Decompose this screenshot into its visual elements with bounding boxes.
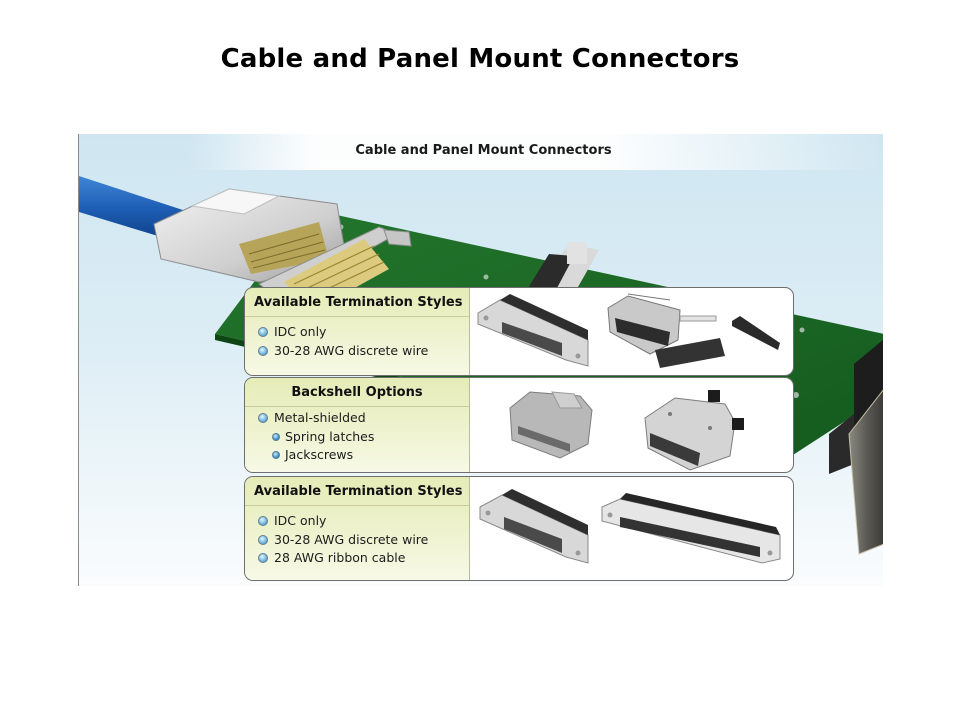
- list-item: 28 AWG ribbon cable: [258, 549, 469, 568]
- termination-styles-card-2: Available Termination Styles IDC only 30…: [244, 476, 794, 581]
- feature-list: IDC only 30-28 AWG discrete wire: [245, 317, 469, 360]
- bullet-icon: [258, 327, 268, 338]
- list-item-label: 30-28 AWG discrete wire: [274, 531, 429, 547]
- backshell-options-card: Backshell Options Metal-shielded Spring …: [244, 377, 794, 473]
- slide-title: Cable and Panel Mount Connectors: [220, 44, 740, 74]
- d-sub-idc-connector-icon: [479, 489, 589, 564]
- card-heading: Backshell Options: [245, 378, 469, 407]
- card-text-column: Available Termination Styles IDC only 30…: [245, 288, 470, 375]
- bullet-icon: [258, 553, 268, 564]
- list-item-label: IDC only: [274, 513, 327, 528]
- feature-list: Metal-shielded Spring latches Jackscrews: [245, 407, 469, 465]
- stage-title: Cable and Panel Mount Connectors: [355, 143, 612, 158]
- high-density-pcb-connector-icon: [607, 293, 717, 355]
- card-text-column: Available Termination Styles IDC only 30…: [245, 477, 470, 580]
- list-item: 30-28 AWG discrete wire: [258, 531, 469, 550]
- list-item-label: Jackscrews: [285, 447, 354, 462]
- feature-list: IDC only 30-28 AWG discrete wire 28 AWG …: [245, 506, 469, 568]
- sub-bullet-icon: [272, 432, 280, 441]
- idc-strain-relief-parts-icon: [655, 316, 780, 368]
- sub-bullet-icon: [272, 451, 280, 460]
- list-item: IDC only: [258, 323, 469, 342]
- list-item-label: 28 AWG ribbon cable: [274, 550, 406, 565]
- list-item-label: Metal-shielded: [274, 410, 366, 425]
- cable-plug-connector-icon: [153, 188, 348, 283]
- backshell-with-jackscrews-icon: [644, 390, 744, 471]
- bullet-icon: [258, 413, 268, 424]
- card-heading: Available Termination Styles: [245, 288, 469, 317]
- high-density-idc-connector-icon: [601, 493, 781, 564]
- list-subitem: Jackscrews: [258, 446, 469, 465]
- stage-header-band: [189, 134, 883, 170]
- list-item: 30-28 AWG discrete wire: [258, 342, 469, 361]
- list-item: Metal-shielded: [258, 409, 469, 428]
- list-item: IDC only: [258, 512, 469, 531]
- panel-edge-connector-icon: [829, 339, 883, 555]
- card-image-area: [470, 477, 793, 580]
- connector-illustration-panel: Cable and Panel Mount Connectors Availab…: [78, 134, 883, 586]
- d-sub-idc-connector-icon: [477, 294, 589, 367]
- bullet-icon: [258, 345, 268, 356]
- metal-backshell-icon: [509, 391, 593, 459]
- card-text-column: Backshell Options Metal-shielded Spring …: [245, 378, 470, 472]
- termination-styles-card-1: Available Termination Styles IDC only 30…: [244, 287, 794, 376]
- list-subitem: Spring latches: [258, 428, 469, 447]
- list-item-label: 30-28 AWG discrete wire: [274, 342, 429, 358]
- card-image-area: [470, 288, 793, 375]
- card-heading: Available Termination Styles: [245, 477, 469, 506]
- bullet-icon: [258, 516, 268, 527]
- list-item-label: IDC only: [274, 324, 327, 339]
- bullet-icon: [258, 534, 268, 545]
- list-item-label: Spring latches: [285, 428, 375, 444]
- card-image-area: [470, 378, 793, 472]
